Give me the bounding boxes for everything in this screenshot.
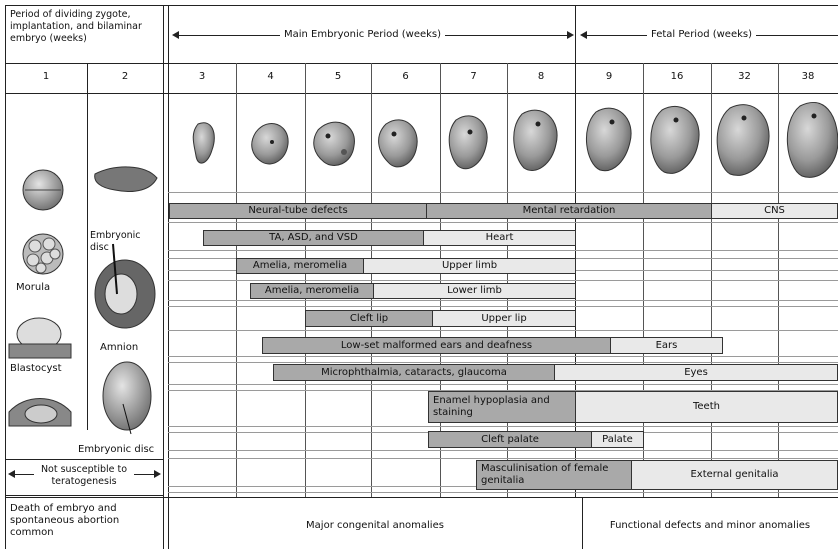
bar-amelia-upper: Amelia, meromelia [236,258,364,274]
embryonic-disc-label: Embryonic disc [90,230,150,254]
death-embryo-note: Death of embryo and spontaneous abortion… [10,503,160,539]
bar-ears: Ears [610,337,723,354]
week-label: 7 [440,71,507,82]
bilaminar-disc-icon [95,167,157,192]
footer-divider [5,497,838,498]
week-label: 6 [371,71,440,82]
fetus-week9-icon [586,108,631,171]
bar-neural-tube-defects: Neural-tube defects [169,203,427,219]
blastocyst-label: Blastocyst [10,363,62,375]
header-divider [5,63,838,64]
week-label: 8 [507,71,575,82]
bar-masculinisation: Masculinisation of female genitalia [476,460,632,490]
grid-line [168,330,838,331]
bar-palate: Palate [591,431,644,448]
grid-line [168,384,838,385]
left-panel-lower-divider [5,459,163,460]
fetal-period-label: Fetal Period (weeks) [647,29,756,41]
bar-upper-lip: Upper lip [432,310,576,327]
amnion-label: Amnion [100,342,138,354]
main-period-label: Main Embryonic Period (weeks) [280,29,445,41]
week-label: 4 [236,71,305,82]
zygote-icon [23,170,63,210]
grid-line [168,458,838,459]
blastocyst-icon [9,318,71,358]
arrow-left-head [172,31,179,39]
bar-eyes: Eyes [554,364,838,381]
fetus-week38-icon [787,102,838,177]
embryo-week4-icon [252,123,288,164]
amniotic-cavity-icon [95,244,155,328]
not-susceptible-right-head [154,470,161,478]
bar-lower-limb: Lower limb [373,283,576,299]
grid-line [168,222,838,223]
bar-cleft-lip: Cleft lip [305,310,433,327]
week-label: 9 [575,71,643,82]
embryo-week3-icon [193,123,214,163]
major-anomalies-label: Major congenital anomalies [168,520,582,532]
left-panel-border [163,5,164,549]
grid-line [168,192,838,193]
grid-line [168,492,838,493]
morula-label: Morula [16,282,50,294]
week-label: 3 [168,71,236,82]
bar-ta-asd-vsd: TA, ASD, and VSD [203,230,424,246]
chorionic-sac-icon [103,362,151,434]
bar-mental-retardation: Mental retardation [426,203,712,219]
embryonic-disc-bottom-label: Embryonic disc [78,444,154,456]
bar-enamel-hypoplasia: Enamel hypoplasia and staining [428,391,576,423]
left-panel-lower-divider-2 [5,495,163,496]
fetus-week16-icon [651,106,699,173]
bar-low-set-ears: Low-set malformed ears and deafness [262,337,611,354]
left-panel-border-inner [168,5,169,549]
grid-line [168,450,838,451]
bar-microphthalmia: Microphthalmia, cataracts, glaucoma [273,364,555,381]
morula-icon [23,234,63,274]
week-label: 2 [87,71,163,82]
week-label: 38 [778,71,838,82]
embryo-week7-icon [449,116,487,169]
arrow-right-head [567,31,574,39]
not-susceptible-label: Not susceptible to teratogenesis [34,464,134,488]
bar-external-genitalia: External genitalia [631,460,838,490]
week-label: 1 [5,71,87,82]
grid-line [168,300,838,301]
bar-cleft-palate: Cleft palate [428,431,592,448]
grid-line [168,280,838,281]
bar-teeth: Teeth [575,391,838,423]
embryo-week5-icon [314,122,355,165]
bar-amelia-lower: Amelia, meromelia [250,283,374,299]
embryo-illustrations [168,94,838,192]
implantation-icon [9,399,71,427]
bar-heart: Heart [423,230,576,246]
week-label: 16 [643,71,711,82]
week-label: 5 [305,71,371,82]
fetal-arrow-left-head [580,31,587,39]
grid-line [168,306,838,307]
grid-line [168,362,838,363]
grid-line [168,356,838,357]
left-period-title: Period of dividing zygote, implantation,… [10,9,162,45]
early-development-illustrations [5,94,163,454]
bar-upper-limb: Upper limb [363,258,576,274]
embryo-week8-icon [514,110,557,170]
grid-line [168,250,838,251]
grid-line [168,426,838,427]
embryo-week6-icon [379,120,418,167]
fetus-week32-icon [717,105,769,176]
bar-cns: CNS [711,203,838,219]
functional-defects-label: Functional defects and minor anomalies [582,520,838,532]
not-susceptible-left-head [8,470,15,478]
week-label: 32 [711,71,778,82]
